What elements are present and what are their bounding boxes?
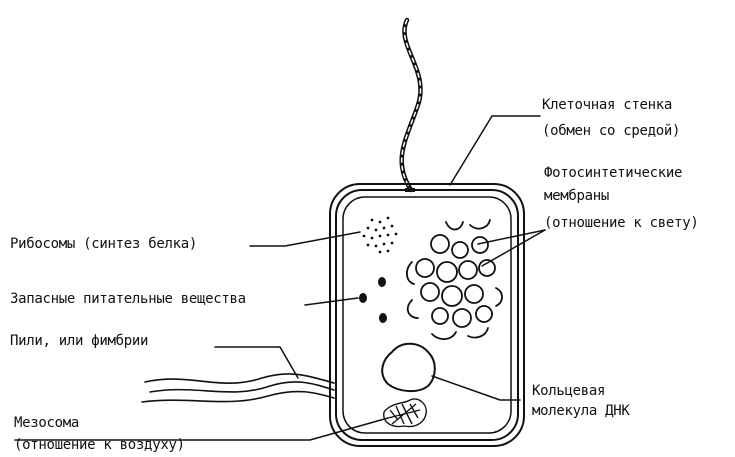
label-photosynthetic-membranes-role: (отношение к свету) [544,214,698,232]
label-dna-1: Кольцевая [532,382,605,400]
nucleoid-dna [382,344,435,391]
label-reserves: Запасные питательные вещества [10,290,246,308]
pili [142,374,334,402]
label-dna-2: молекула ДНК [532,402,630,420]
flagellum-base [405,188,415,192]
label-cell-wall: Клеточная стенка [542,96,672,114]
ribosomes [363,217,398,254]
photosynthetic-membranes [407,220,502,339]
cell-membrane [336,190,518,440]
cell-wall [330,184,524,446]
label-ribosomes: Рибосомы (синтез белка) [10,235,197,253]
label-photosynthetic-membranes-1: Фотосинтетические [544,164,682,182]
storage-granules [359,277,387,323]
cytoplasm-boundary [343,197,511,433]
mesosome [384,399,426,427]
label-cell-wall-role: (обмен со средой) [542,122,680,140]
label-photosynthetic-membranes-2: мембраны [544,187,609,205]
label-mesosome-role: (отношение к воздуху) [14,436,185,454]
label-pili: Пили, или фимбрии [10,332,148,350]
label-mesosome: Мезосома [14,414,79,432]
